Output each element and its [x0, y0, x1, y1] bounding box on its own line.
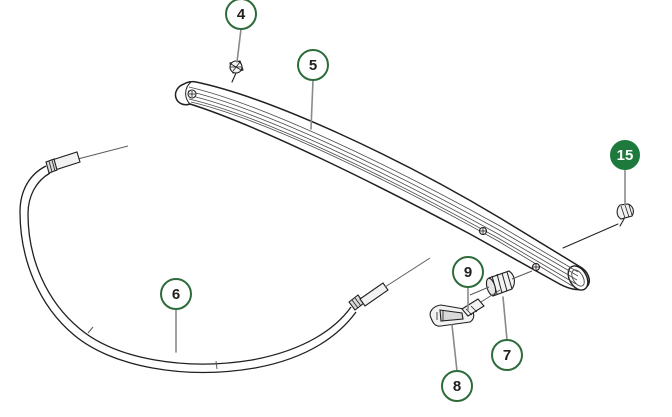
part-ribbed-cable-grommet-nut: [469, 270, 533, 297]
callout-8-label: 8: [453, 378, 461, 395]
tube-rivet-left: [187, 89, 197, 99]
bolt-knurl-upper: [230, 61, 242, 72]
callout-7[interactable]: 7: [491, 339, 523, 371]
tube-rivet-mid: [478, 226, 488, 236]
clip-wire-stub: [480, 289, 501, 303]
callout-5-label: 5: [309, 57, 317, 74]
callout-6-circle[interactable]: [160, 278, 192, 310]
callout-6-label: 6: [172, 286, 180, 303]
callout-9-circle[interactable]: [452, 256, 484, 288]
tube-rib-4: [188, 98, 577, 285]
callout-15[interactable]: 15: [610, 140, 640, 170]
callout-7-circle[interactable]: [491, 339, 523, 371]
grommet-rib-3: [501, 272, 508, 292]
leader-8: [451, 324, 458, 372]
callout-15-label: 15: [617, 147, 634, 164]
tube-outline: [174, 80, 590, 291]
cable-sheath-joint-tick-2: [87, 326, 94, 334]
callout-9[interactable]: 9: [452, 256, 484, 288]
callout-5-circle[interactable]: [297, 49, 329, 81]
bolt-right-assembly-line: [562, 223, 619, 249]
callout-4-circle[interactable]: [225, 0, 257, 30]
cable-end-fitting-left: [45, 151, 81, 174]
callout-4-label: 4: [237, 6, 246, 23]
bracket-ribs: [436, 310, 444, 321]
bolt-knurl-right: [620, 204, 633, 219]
part-mounting-bolt-right: [562, 203, 634, 249]
tube-rib-3: [187, 94, 578, 281]
cable-sheath-outer: [19, 165, 357, 373]
ferrule-collar-ribs-right: [351, 297, 362, 309]
tube-left-cap: [185, 81, 192, 105]
callout-9-label: 9: [464, 264, 472, 281]
tube-rivet-right: [531, 262, 541, 272]
cable-sheath-joint-tick: [215, 360, 218, 370]
cable-sheath-inner: [27, 172, 352, 365]
part-cable-bracket: [429, 289, 501, 327]
bolt-shank-right: [619, 218, 625, 227]
cable-wire-right-tip: [384, 257, 431, 288]
part-cable-retainer-clip: [461, 289, 501, 317]
rivet-cross-left: [189, 91, 195, 97]
callout-8-circle[interactable]: [441, 370, 473, 402]
cable-wire-left-tip: [73, 145, 129, 161]
grommet-rib-2: [496, 273, 503, 294]
leader-5: [310, 79, 314, 130]
rivet-cross-right: [533, 264, 539, 270]
clip-tab-ribs: [465, 305, 478, 316]
cable-end-fitting-right: [348, 257, 431, 311]
callout-5[interactable]: 5: [297, 49, 329, 81]
tube-rib-1: [188, 86, 579, 273]
tube-rib-2: [187, 90, 579, 277]
tube-rib-5: [190, 101, 575, 288]
callout-leaders: [175, 28, 626, 372]
callout-6[interactable]: 6: [160, 278, 192, 310]
part-ribbed-handlebar-tube: [174, 80, 590, 291]
grommet-through-wire: [469, 270, 533, 296]
bolt-shank-upper: [231, 72, 237, 83]
callout-8[interactable]: 8: [441, 370, 473, 402]
part-throttle-control-cable: [19, 145, 431, 373]
leader-7: [502, 296, 508, 341]
callout-4[interactable]: 4: [225, 0, 257, 30]
ferrule-collar-ribs-left: [48, 159, 56, 173]
callout-7-label: 7: [503, 347, 511, 364]
bracket-inner-slot: [439, 309, 464, 322]
ferrule-barrel-right: [359, 282, 389, 307]
leader-4: [236, 28, 242, 63]
callout-15-circle[interactable]: [610, 140, 640, 170]
rivet-cross-mid: [480, 228, 486, 234]
grommet-rib-4: [506, 271, 513, 290]
